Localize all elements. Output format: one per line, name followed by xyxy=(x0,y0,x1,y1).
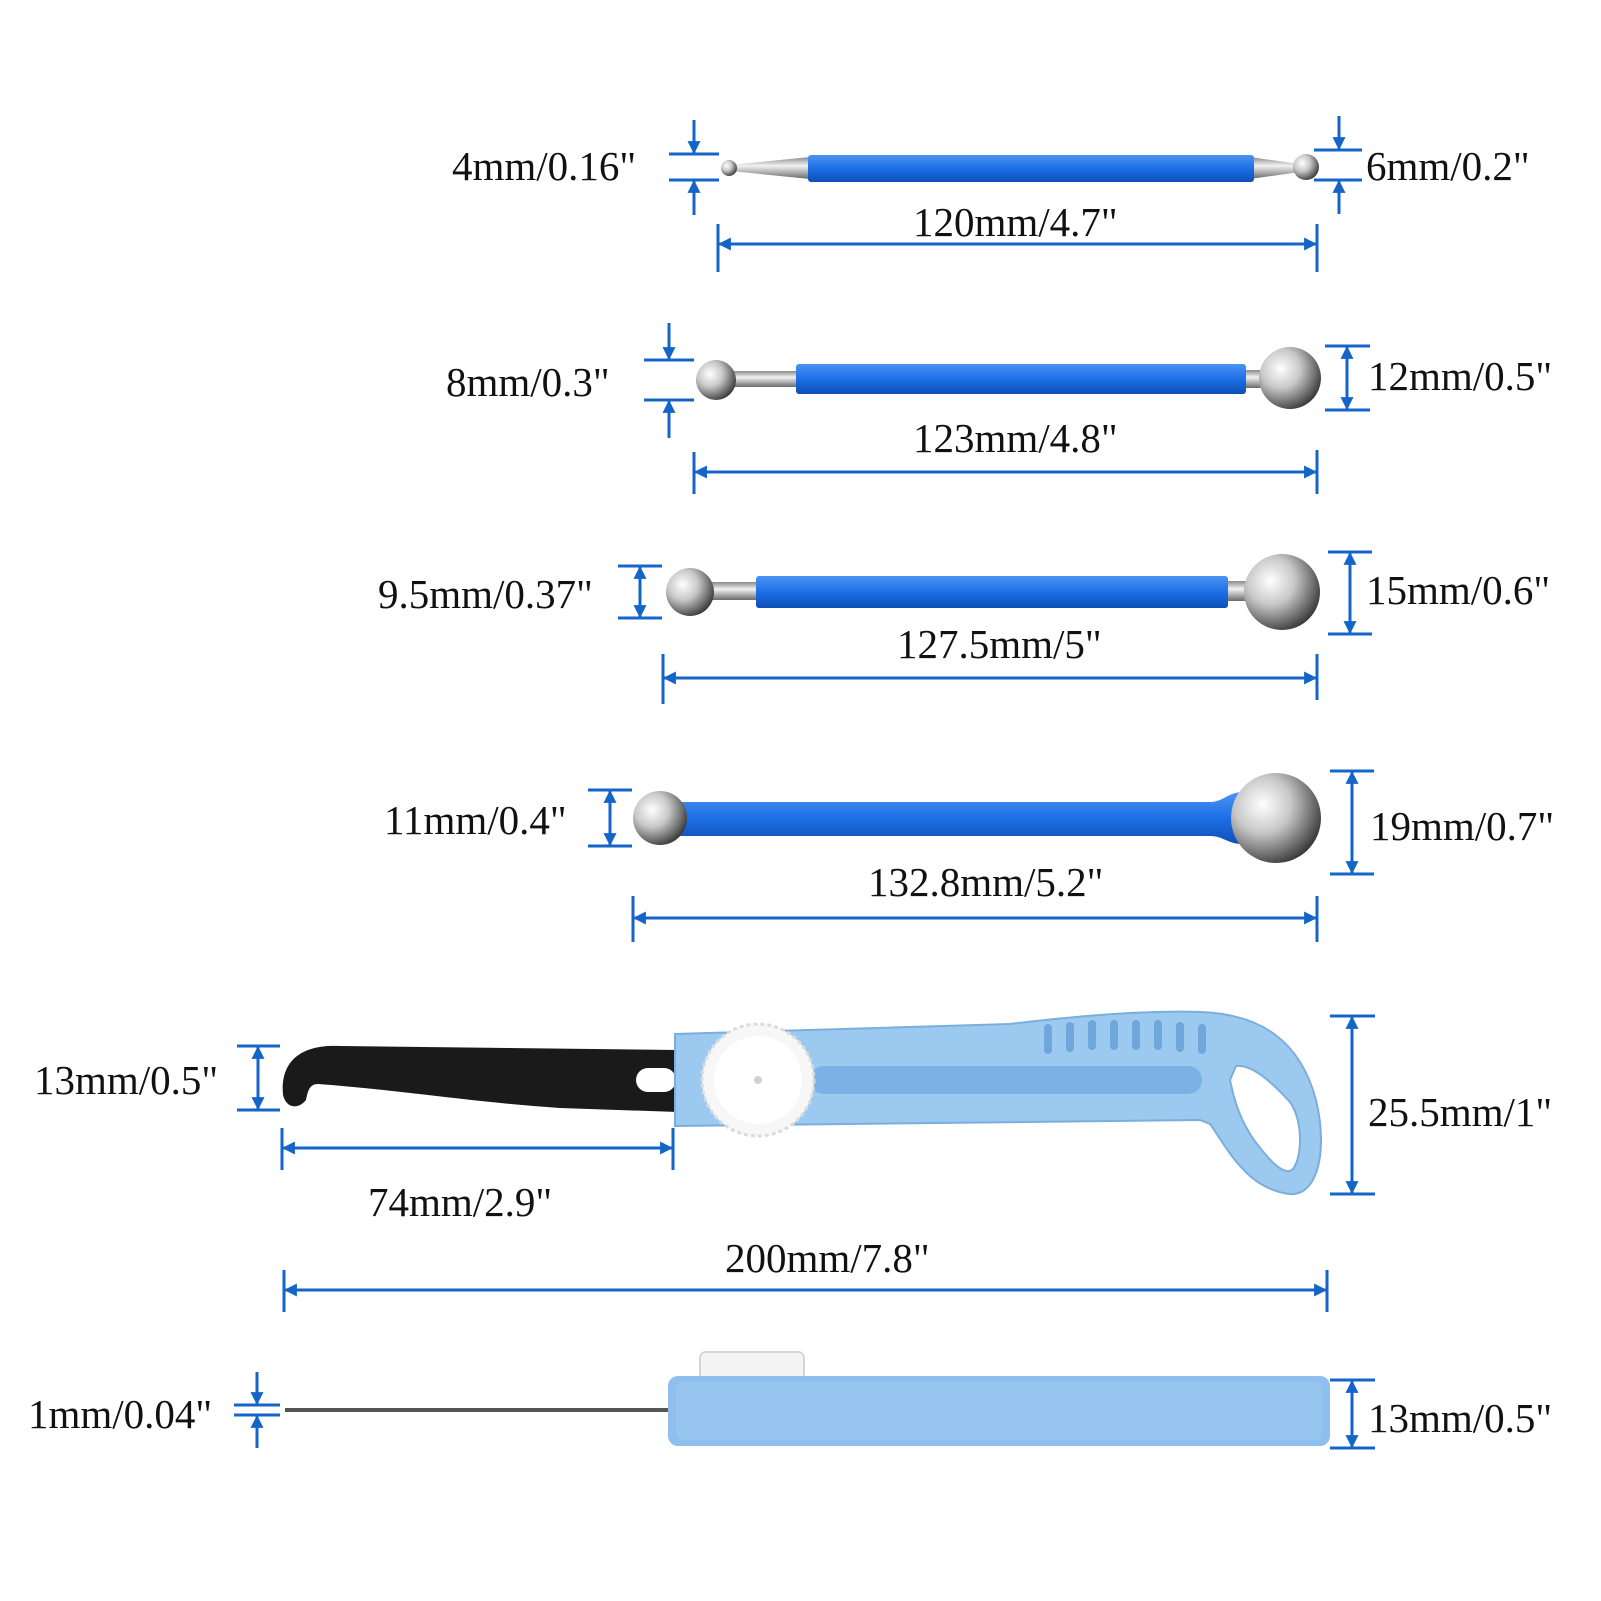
tool-2-left-tip-label: 8mm/0.3" xyxy=(446,359,610,405)
tool-3-left-tip-label: 9.5mm/0.37" xyxy=(378,571,593,617)
tool-3-right-tip-label: 15mm/0.6" xyxy=(1366,567,1551,613)
side-handle-thickness-label: 13mm/0.5" xyxy=(1368,1395,1553,1441)
tool-4-dimension-lines xyxy=(588,769,1374,942)
tool-2-right-tip-label: 12mm/0.5" xyxy=(1368,353,1553,399)
tool-1-left-tip-label: 4mm/0.16" xyxy=(452,143,637,189)
side-blade-thickness-label: 1mm/0.04" xyxy=(28,1391,213,1437)
tool-4-length-label: 132.8mm/5.2" xyxy=(868,859,1104,905)
tool-1-dimension-lines xyxy=(669,116,1362,272)
hook-knife xyxy=(282,1010,1322,1196)
tool-4-left-tip-label: 11mm/0.4" xyxy=(384,797,567,843)
tool-3-dimension-lines xyxy=(618,550,1372,704)
side-view-dimension-lines xyxy=(234,1372,1375,1450)
ball-stylus-tool-1 xyxy=(721,154,1319,182)
tool-2-dimension-lines xyxy=(644,323,1370,494)
hook-blade-height-label: 13mm/0.5" xyxy=(34,1057,219,1103)
tool-1-right-tip-label: 6mm/0.2" xyxy=(1366,143,1530,189)
tool-4-right-tip-label: 19mm/0.7" xyxy=(1370,803,1555,849)
ball-stylus-tool-2 xyxy=(696,347,1321,409)
ball-stylus-tool-4 xyxy=(633,773,1321,863)
hook-handle-height-label: 25.5mm/1" xyxy=(1368,1089,1553,1135)
hook-blade-length-label: 74mm/2.9" xyxy=(368,1179,553,1225)
tool-2-length-label: 123mm/4.8" xyxy=(913,415,1118,461)
ball-stylus-tool-3 xyxy=(666,554,1320,630)
hook-total-length-label: 200mm/7.8" xyxy=(725,1235,930,1281)
tool-1-length-label: 120mm/4.7" xyxy=(913,199,1118,245)
hook-knife-dimension-lines xyxy=(237,1014,1375,1312)
knife-side-view xyxy=(285,1351,1330,1446)
tool-3-length-label: 127.5mm/5" xyxy=(897,621,1102,667)
